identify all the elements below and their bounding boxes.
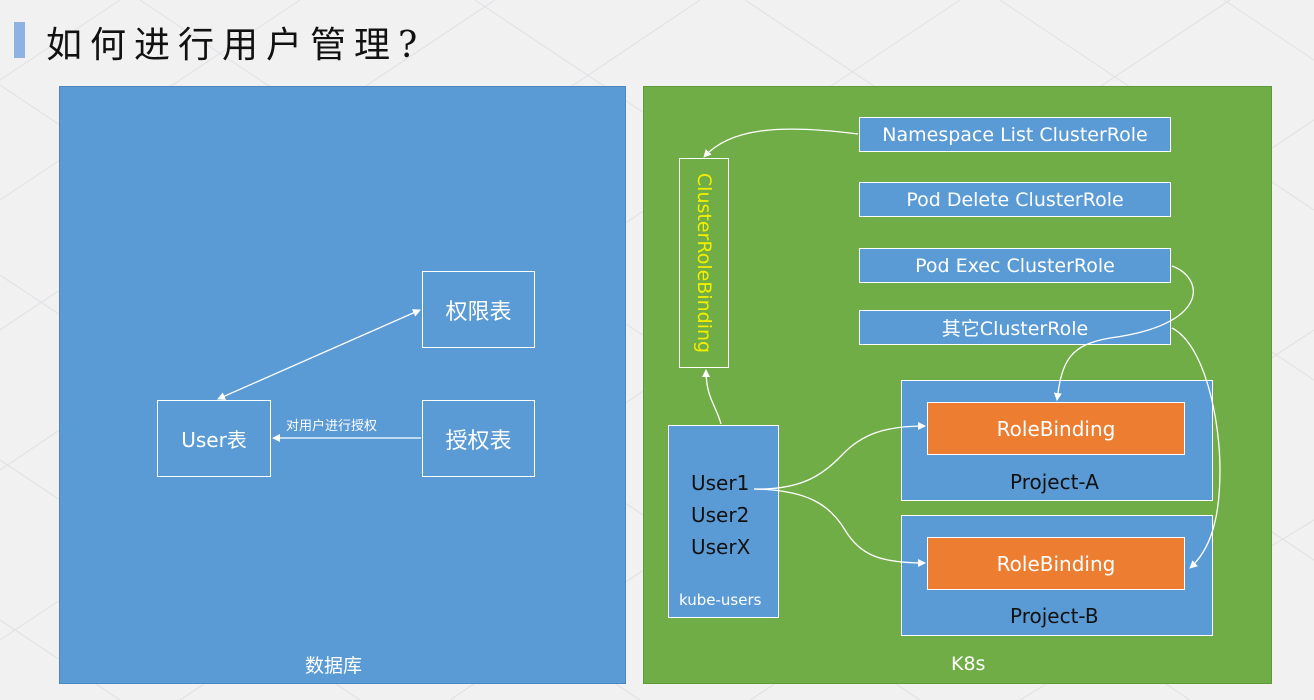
rolebinding-b: RoleBinding — [927, 537, 1185, 590]
rolebinding-a: RoleBinding — [927, 402, 1185, 455]
permission-table-box: 权限表 — [422, 271, 535, 348]
user-1: User1 — [691, 471, 750, 495]
role-pod-exec: Pod Exec ClusterRole — [859, 248, 1171, 283]
kube-users-label: kube-users — [679, 591, 762, 609]
user-table-box: User表 — [157, 400, 271, 477]
grant-edge-label: 对用户进行授权 — [286, 419, 378, 434]
project-a-label: Project-A — [1010, 470, 1099, 494]
auth-table-box: 授权表 — [422, 400, 535, 477]
database-panel — [59, 86, 626, 684]
k8s-label: K8s — [951, 653, 986, 675]
title-accent-bar — [14, 22, 25, 58]
project-b-label: Project-B — [1010, 604, 1099, 628]
cluster-role-binding-label: ClusterRoleBinding — [693, 172, 715, 354]
role-other: 其它ClusterRole — [859, 310, 1171, 345]
cluster-role-binding-box: ClusterRoleBinding — [679, 158, 729, 368]
page-title: 如何进行用户管理? — [46, 25, 426, 66]
user-x: UserX — [691, 535, 751, 559]
database-label: 数据库 — [305, 655, 363, 677]
kube-users-group: User1 User2 UserX kube-users — [668, 425, 779, 618]
role-pod-delete: Pod Delete ClusterRole — [859, 182, 1171, 217]
role-namespace-list: Namespace List ClusterRole — [859, 117, 1171, 152]
user-2: User2 — [691, 503, 750, 527]
